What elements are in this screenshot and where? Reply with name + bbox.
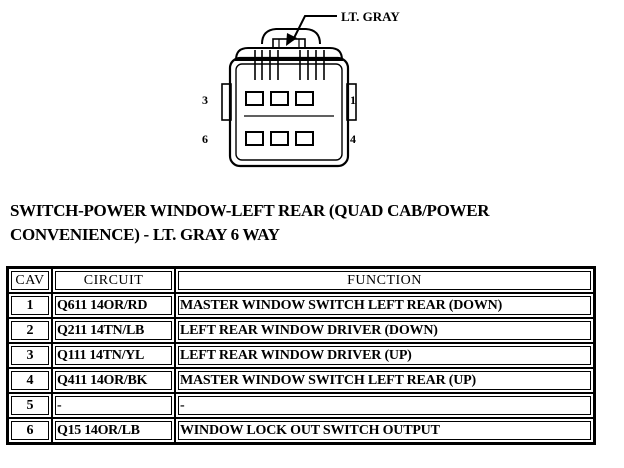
connector-body — [221, 28, 357, 168]
pin-label-bottom-left: 6 — [202, 132, 208, 146]
circuit-cell: Q411 14OR/BK — [52, 368, 175, 393]
table-row: 5 - - — [8, 393, 594, 418]
cav-cell: 5 — [8, 393, 52, 418]
function-cell: MASTER WINDOW SWITCH LEFT REAR (DOWN) — [175, 293, 594, 318]
function-cell: LEFT REAR WINDOW DRIVER (UP) — [175, 343, 594, 368]
pin-label-top-left: 3 — [202, 93, 208, 107]
circuit-cell: Q15 14OR/LB — [52, 418, 175, 443]
cavity-1 — [295, 91, 314, 106]
title-line-1: SWITCH-POWER WINDOW-LEFT REAR (QUAD CAB/… — [10, 201, 490, 220]
cavity-4 — [295, 131, 314, 146]
header-cav: CAV — [8, 268, 52, 293]
table-row: 4 Q411 14OR/BK MASTER WINDOW SWITCH LEFT… — [8, 368, 594, 393]
title-line-2: CONVENIENCE) - LT. GRAY 6 WAY — [10, 225, 280, 244]
cav-cell: 1 — [8, 293, 52, 318]
cavity-6 — [245, 131, 264, 146]
table-header-row: CAV CIRCUIT FUNCTION — [8, 268, 594, 293]
table-row: 2 Q211 14TN/LB LEFT REAR WINDOW DRIVER (… — [8, 318, 594, 343]
header-circuit: CIRCUIT — [52, 268, 175, 293]
function-cell: LEFT REAR WINDOW DRIVER (DOWN) — [175, 318, 594, 343]
cav-cell: 6 — [8, 418, 52, 443]
circuit-cell: Q611 14OR/RD — [52, 293, 175, 318]
table-row: 1 Q611 14OR/RD MASTER WINDOW SWITCH LEFT… — [8, 293, 594, 318]
function-cell: WINDOW LOCK OUT SWITCH OUTPUT — [175, 418, 594, 443]
pinout-table: CAV CIRCUIT FUNCTION 1 Q611 14OR/RD MAST… — [6, 266, 596, 445]
cavity-5 — [270, 131, 289, 146]
table-row: 3 Q111 14TN/YL LEFT REAR WINDOW DRIVER (… — [8, 343, 594, 368]
pin-label-bottom-right: 4 — [350, 132, 356, 146]
cav-cell: 2 — [8, 318, 52, 343]
cavity-2 — [270, 91, 289, 106]
wire-color-label: LT. GRAY — [341, 9, 400, 24]
cavity-3 — [245, 91, 264, 106]
pin-label-top-right: 1 — [350, 93, 356, 107]
cav-cell: 4 — [8, 368, 52, 393]
connector-diagram: LT. GRAY 3 — [202, 9, 400, 168]
circuit-cell: - — [52, 393, 175, 418]
function-cell: MASTER WINDOW SWITCH LEFT REAR (UP) — [175, 368, 594, 393]
cav-cell: 3 — [8, 343, 52, 368]
function-cell: - — [175, 393, 594, 418]
circuit-cell: Q111 14TN/YL — [52, 343, 175, 368]
header-function: FUNCTION — [175, 268, 594, 293]
table-row: 6 Q15 14OR/LB WINDOW LOCK OUT SWITCH OUT… — [8, 418, 594, 443]
terminal-cavities — [245, 91, 314, 146]
connector-title: SWITCH-POWER WINDOW-LEFT REAR (QUAD CAB/… — [10, 199, 610, 247]
circuit-cell: Q211 14TN/LB — [52, 318, 175, 343]
